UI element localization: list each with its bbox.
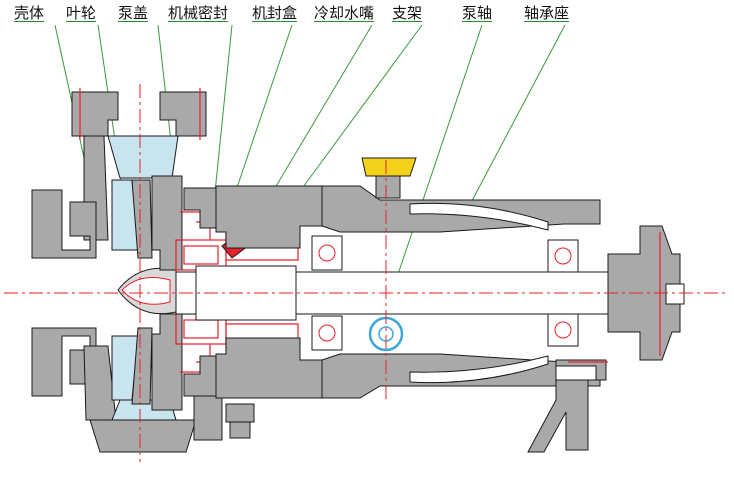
bolt-marks <box>79 88 661 363</box>
label-bearing-seat: 轴承座 <box>524 4 570 22</box>
coupling <box>607 225 685 361</box>
casing <box>31 91 207 453</box>
label-casing: 壳体 <box>14 4 45 22</box>
pump-cover <box>151 175 183 411</box>
label-mechanical-seal: 机械密封 <box>168 4 229 22</box>
label-bracket: 支架 <box>392 4 423 22</box>
label-cooling-nozzle: 冷却水嘴 <box>314 4 375 22</box>
label-seal-box: 机封盒 <box>252 4 298 22</box>
impeller <box>111 179 177 405</box>
label-pump-cover: 泵盖 <box>118 4 149 22</box>
support-foot <box>527 359 607 453</box>
oil-cup <box>361 157 417 199</box>
label-pump-shaft: 泵轴 <box>462 4 493 22</box>
center-lines <box>4 84 728 462</box>
label-impeller: 叶轮 <box>66 4 97 22</box>
bearing-seat <box>311 235 579 351</box>
